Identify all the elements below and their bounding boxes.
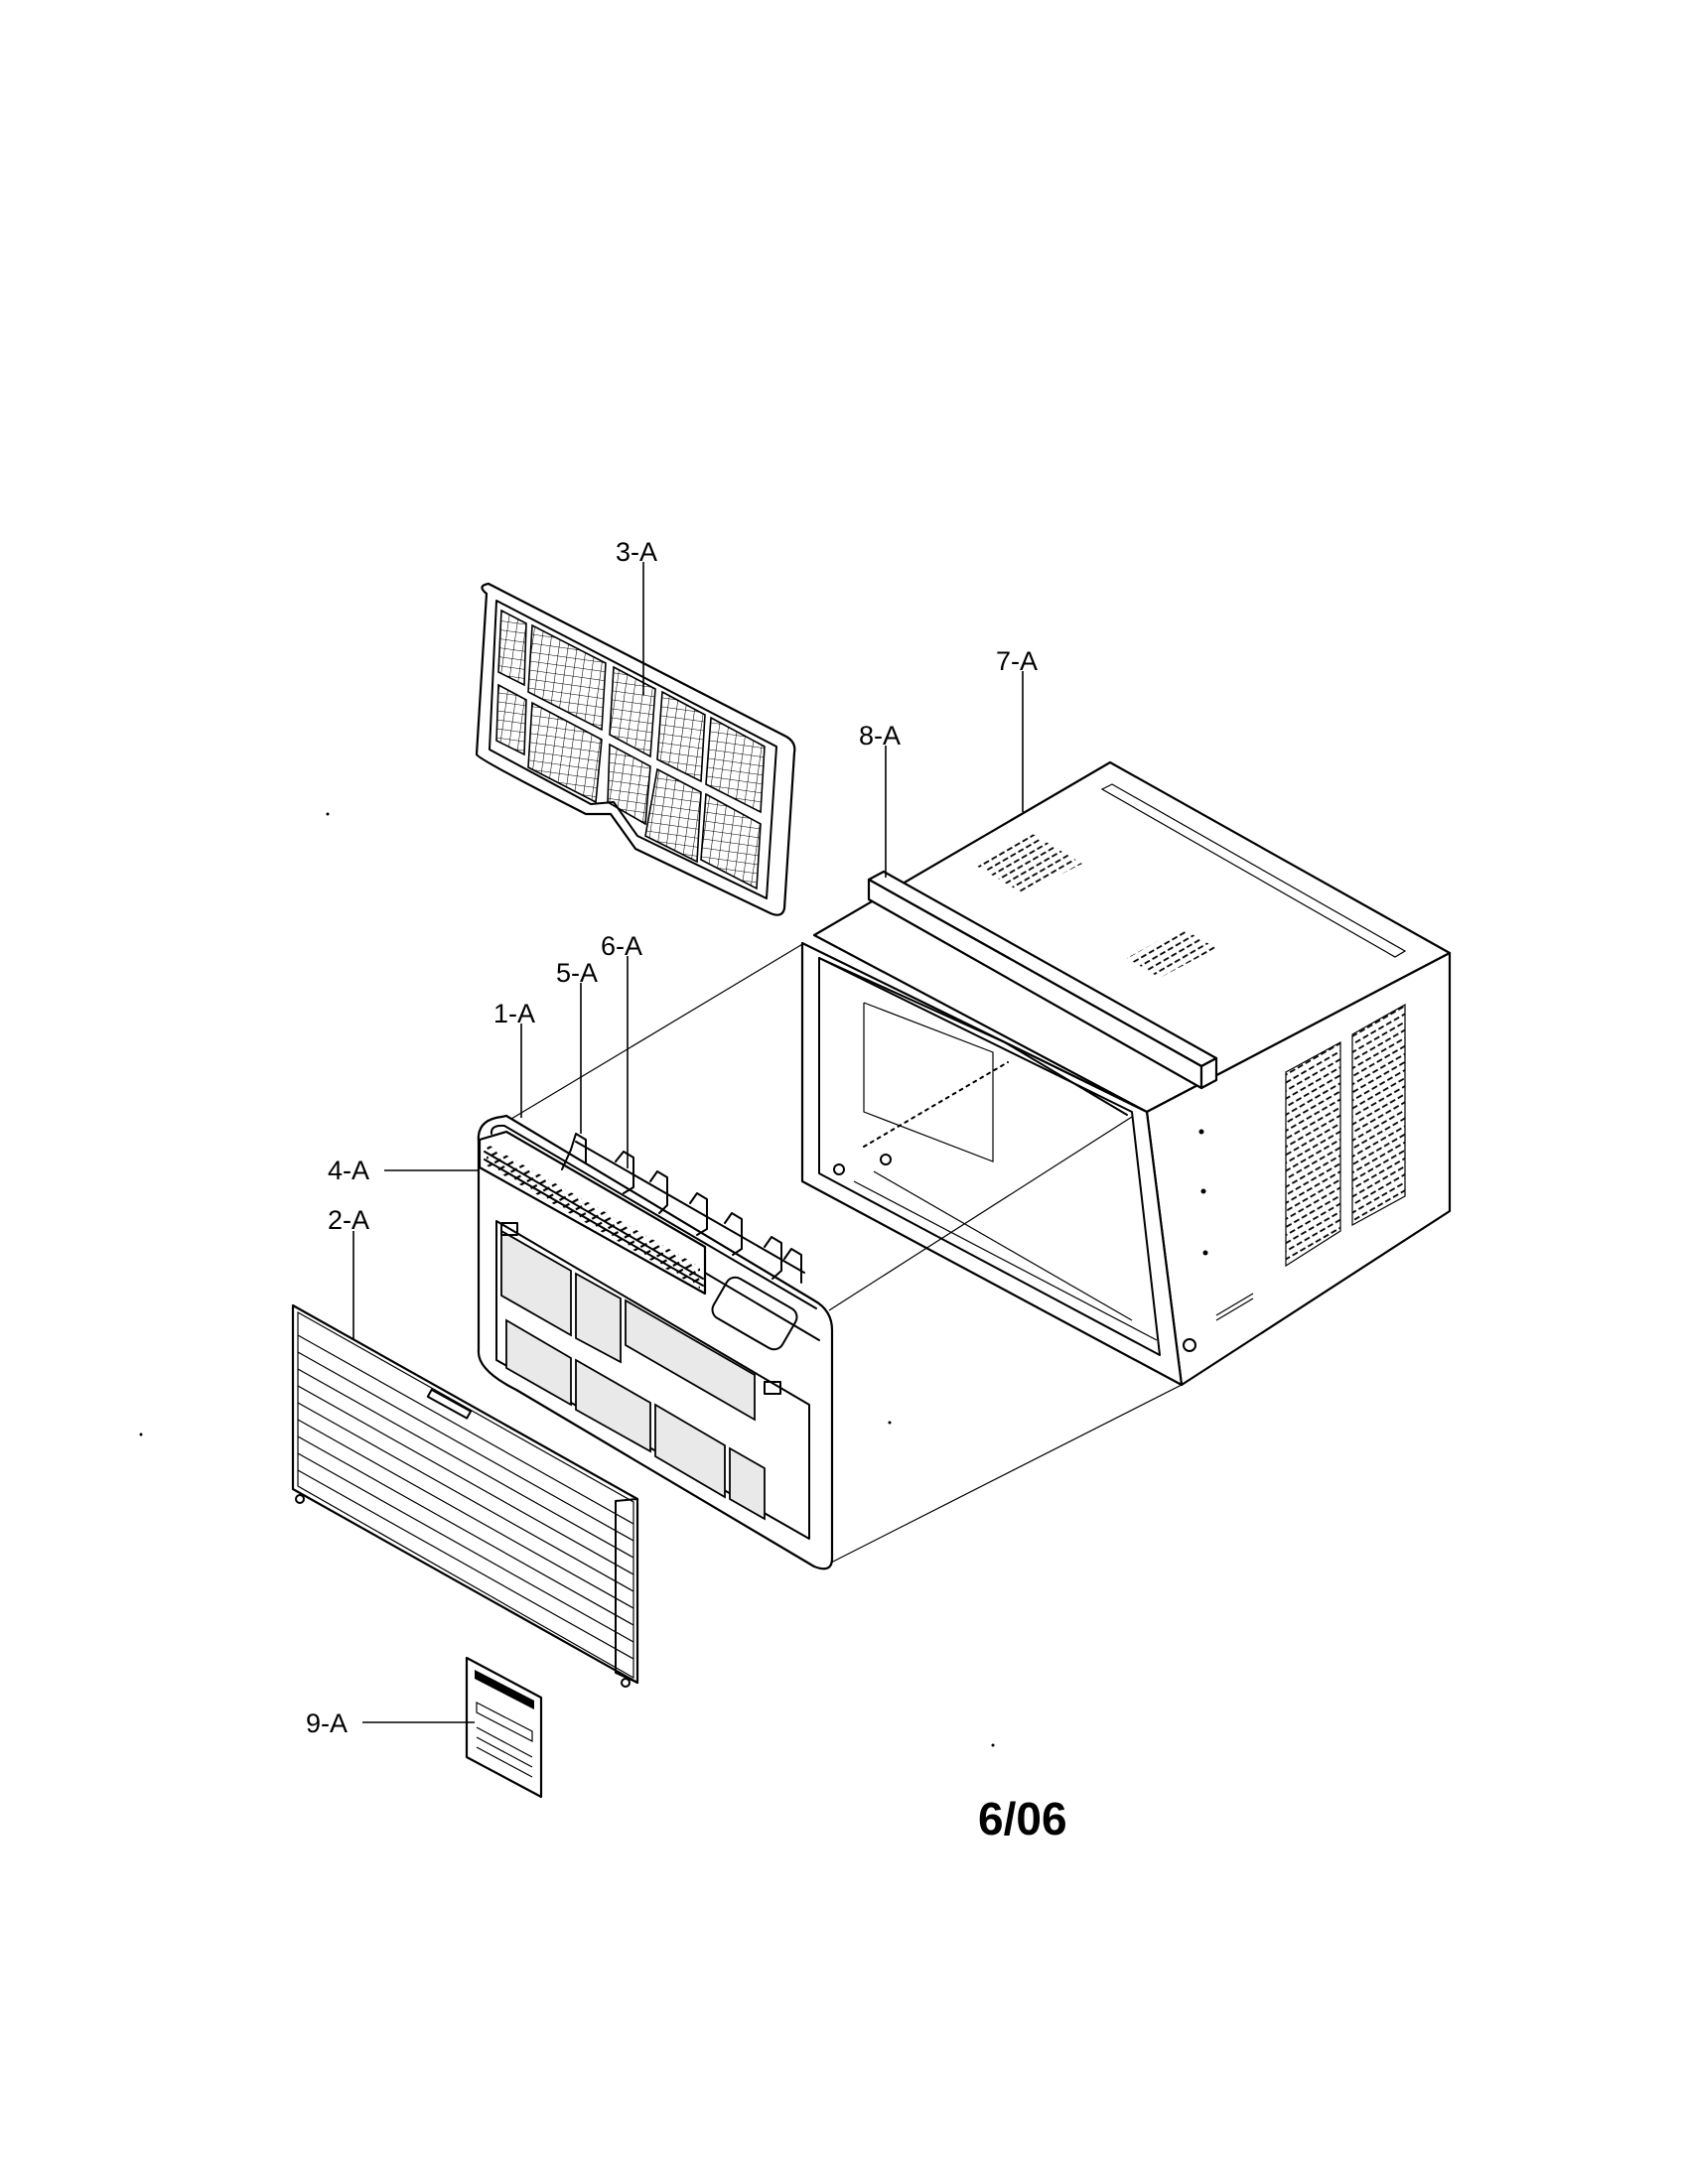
callout-1a: 1-A: [493, 999, 535, 1028]
projection-lines: [481, 942, 1183, 1565]
scan-specks: [139, 812, 995, 1747]
vane-assembly-part: [561, 1133, 805, 1284]
air-filter-part: [475, 582, 796, 916]
grille-slats: [297, 1334, 634, 1660]
callout-6a: 6-A: [601, 931, 642, 961]
leader-lines: [352, 562, 1024, 1723]
callout-labels: 3-A 7-A 8-A 6-A 5-A 1-A 4-A 2-A 9-A 6/06: [306, 537, 1067, 1844]
callout-7a: 7-A: [996, 646, 1038, 676]
callout-3a: 3-A: [616, 537, 657, 567]
cabinet-part: [800, 760, 1452, 1387]
callout-4a: 4-A: [328, 1156, 369, 1185]
callout-9a: 9-A: [306, 1708, 348, 1738]
callout-2a: 2-A: [328, 1205, 369, 1235]
date-code: 6/06: [978, 1793, 1067, 1844]
front-panel-part: [477, 1114, 834, 1570]
front-grille-part: [291, 1303, 639, 1688]
louver-part: [478, 1130, 707, 1296]
top-rail-part: [867, 870, 1218, 1090]
energy-label-part: [465, 1656, 543, 1799]
callout-8a: 8-A: [859, 721, 901, 751]
callout-5a: 5-A: [556, 958, 598, 988]
